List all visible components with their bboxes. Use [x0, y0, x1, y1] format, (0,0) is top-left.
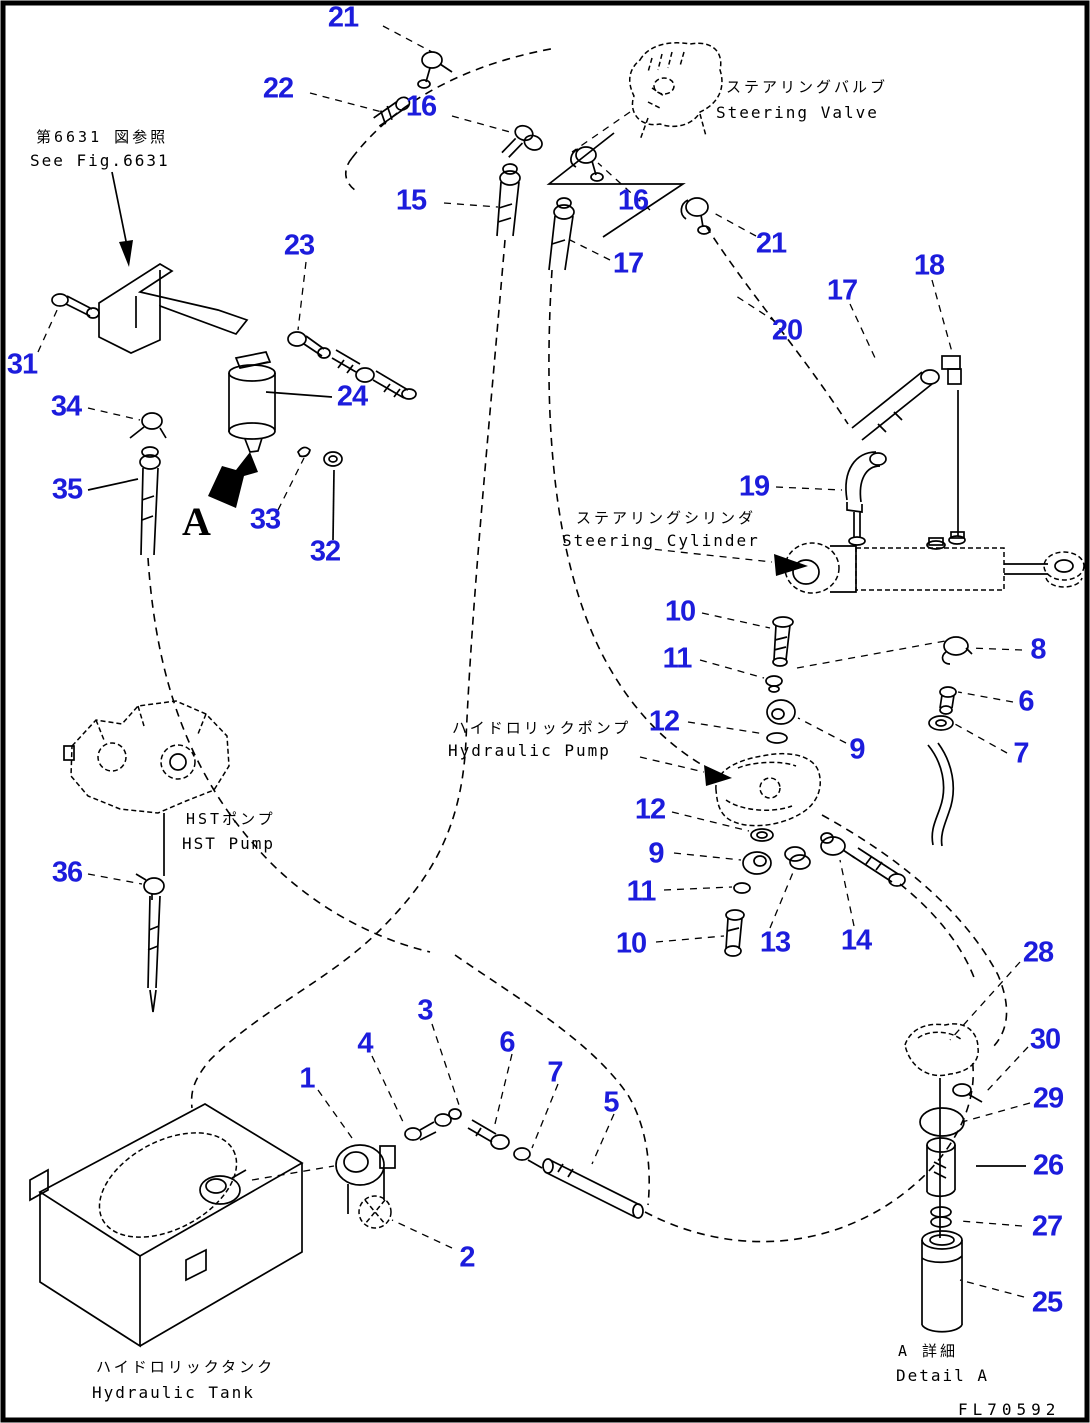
callout-21: 21 [327, 1, 359, 34]
callout-23: 23 [283, 229, 315, 262]
suction-line-parts [335, 1108, 644, 1229]
callout-29: 29 [1032, 1082, 1064, 1115]
callout-11: 11 [662, 642, 693, 675]
callout-27: 27 [1031, 1210, 1063, 1243]
callout-26: 26 [1032, 1149, 1064, 1182]
filter-assembly-drawing [129, 351, 343, 556]
callout-10: 10 [615, 927, 647, 960]
callout-1: 1 [299, 1062, 315, 1095]
hydraulic-pump-drawing [639, 616, 973, 957]
callout-13: 13 [759, 926, 791, 959]
detail-a-marker: A [182, 499, 211, 544]
steering-cylinder-drawing [641, 537, 1085, 594]
callout-24: 24 [336, 380, 368, 413]
callout-16: 16 [405, 90, 437, 123]
steering-cylinder-label-jp: ステアリングシリンダ [576, 509, 757, 527]
callout-3: 3 [417, 994, 433, 1027]
callout-2: 2 [459, 1241, 475, 1274]
callout-11: 11 [626, 875, 657, 908]
hydraulic-pump-label-en: Hydraulic Pump [448, 741, 611, 760]
callout-6: 6 [1018, 685, 1034, 718]
callout-18: 18 [913, 249, 945, 282]
callout-34: 34 [50, 390, 82, 423]
see-fig-label-jp: 第6631 図参照 [36, 128, 169, 146]
steering-valve-label-jp: ステアリングバルブ [726, 78, 889, 96]
callout-32: 32 [309, 535, 341, 568]
callout-36: 36 [51, 856, 83, 889]
callout-20: 20 [771, 314, 803, 347]
hydraulic-tank-drawing [29, 1103, 304, 1348]
callout-12: 12 [648, 705, 680, 738]
hose-routing [147, 239, 1008, 1243]
hst-pump-label-en: HST Pump [182, 834, 276, 853]
callout-5: 5 [603, 1086, 619, 1119]
callout-12: 12 [634, 793, 666, 826]
callout-30: 30 [1029, 1023, 1061, 1056]
hydraulic-tank-label-en: Hydraulic Tank [92, 1383, 255, 1402]
callout-21: 21 [755, 227, 787, 260]
callout-22: 22 [262, 72, 294, 105]
callout-15: 15 [395, 184, 427, 217]
hydraulic-tank-label-jp: ハイドロリックタンク [96, 1358, 276, 1376]
callout-6: 6 [499, 1026, 515, 1059]
detail-a-label-en: Detail A [896, 1366, 990, 1385]
see-fig-label-en: See Fig.6631 [30, 151, 170, 170]
drawing-code: FL70592 [958, 1400, 1061, 1419]
steering-valve-label-en: Steering Valve [716, 103, 879, 122]
callout-8: 8 [1030, 633, 1046, 666]
callout-7: 7 [1013, 737, 1029, 770]
steering-cylinder-label-en: Steering Cylinder [562, 531, 760, 550]
detail-a-label-jp: A 詳細 [898, 1342, 959, 1360]
callout-7: 7 [547, 1056, 563, 1089]
hydraulic-pump-label-jp: ハイドロリックポンプ [452, 719, 632, 737]
detail-a-parts [904, 1023, 983, 1333]
cylinder-feed-parts [845, 355, 966, 546]
callout-28: 28 [1022, 936, 1054, 969]
bracket-drawing [98, 263, 249, 354]
callout-10: 10 [664, 595, 696, 628]
callout-25: 25 [1031, 1286, 1063, 1319]
top-hose-parts [345, 47, 849, 425]
callout-19: 19 [738, 470, 770, 503]
detail-arrow-icon [208, 452, 258, 508]
callout-14: 14 [840, 924, 872, 957]
steering-valve-drawing [546, 42, 723, 238]
callout-17: 17 [612, 247, 644, 280]
see-fig-arrow [111, 171, 133, 267]
fitting-23-24-parts [287, 331, 417, 400]
callout-17: 17 [826, 274, 858, 307]
leader-lines [37, 25, 1031, 1298]
callout-16: 16 [617, 184, 649, 217]
bolt-31-part [51, 293, 100, 319]
callout-4: 4 [357, 1027, 373, 1060]
callout-33: 33 [249, 503, 281, 536]
hst-pump-label-jp: HSTポンプ [186, 810, 276, 828]
callout-35: 35 [51, 473, 83, 506]
callout-31: 31 [6, 348, 38, 381]
hst-pump-drawing [63, 700, 230, 1013]
callout-9: 9 [648, 837, 664, 870]
callout-9: 9 [849, 733, 865, 766]
